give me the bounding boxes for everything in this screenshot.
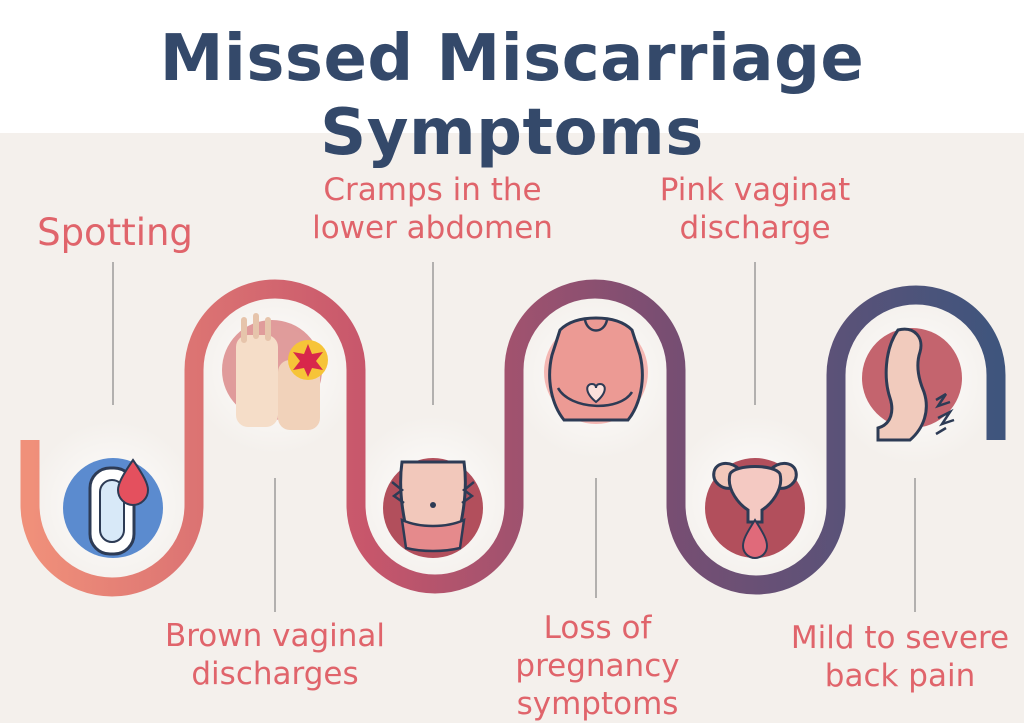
connector-lines — [112, 262, 916, 612]
pregnant-belly-icon — [544, 316, 648, 424]
label-pink-discharge: Pink vaginat discharge — [650, 172, 860, 248]
label-brown-discharge: Brown vaginal discharges — [150, 618, 400, 694]
label-spotting-text: Spotting — [37, 211, 193, 254]
label-back-pain: Mild to severe back pain — [780, 620, 1020, 696]
label-cramps-line1: Cramps in the — [323, 172, 542, 208]
label-back-line1: Mild to severe — [790, 620, 1010, 656]
label-loss-line2: pregnancy symptoms — [515, 647, 680, 722]
label-cramps: Cramps in the lower abdomen — [300, 172, 565, 248]
back-pain-icon — [862, 327, 962, 442]
abdominal-cramps-icon — [383, 458, 483, 558]
label-back-line2: back pain — [824, 657, 976, 694]
label-cramps-line2: lower abdomen — [312, 209, 553, 246]
uterus-drop-icon — [705, 458, 805, 559]
serpentine-path — [20, 279, 1006, 597]
label-pink-line1: Pink vaginat — [659, 172, 851, 208]
label-brown-line1: Brown vaginal — [164, 618, 386, 654]
label-loss-of-symptoms: Loss of pregnancy symptoms — [430, 610, 765, 723]
sanitary-pad-icon — [63, 458, 163, 558]
label-pink-line2: discharge — [679, 209, 831, 246]
label-brown-line2: discharges — [191, 655, 359, 692]
label-spotting: Spotting — [20, 210, 210, 255]
label-loss-line1: Loss of — [543, 610, 652, 646]
header-band — [0, 0, 1024, 133]
hands-pain-icon — [222, 313, 328, 430]
page-title: Missed Miscarriage Symptoms — [159, 22, 865, 170]
